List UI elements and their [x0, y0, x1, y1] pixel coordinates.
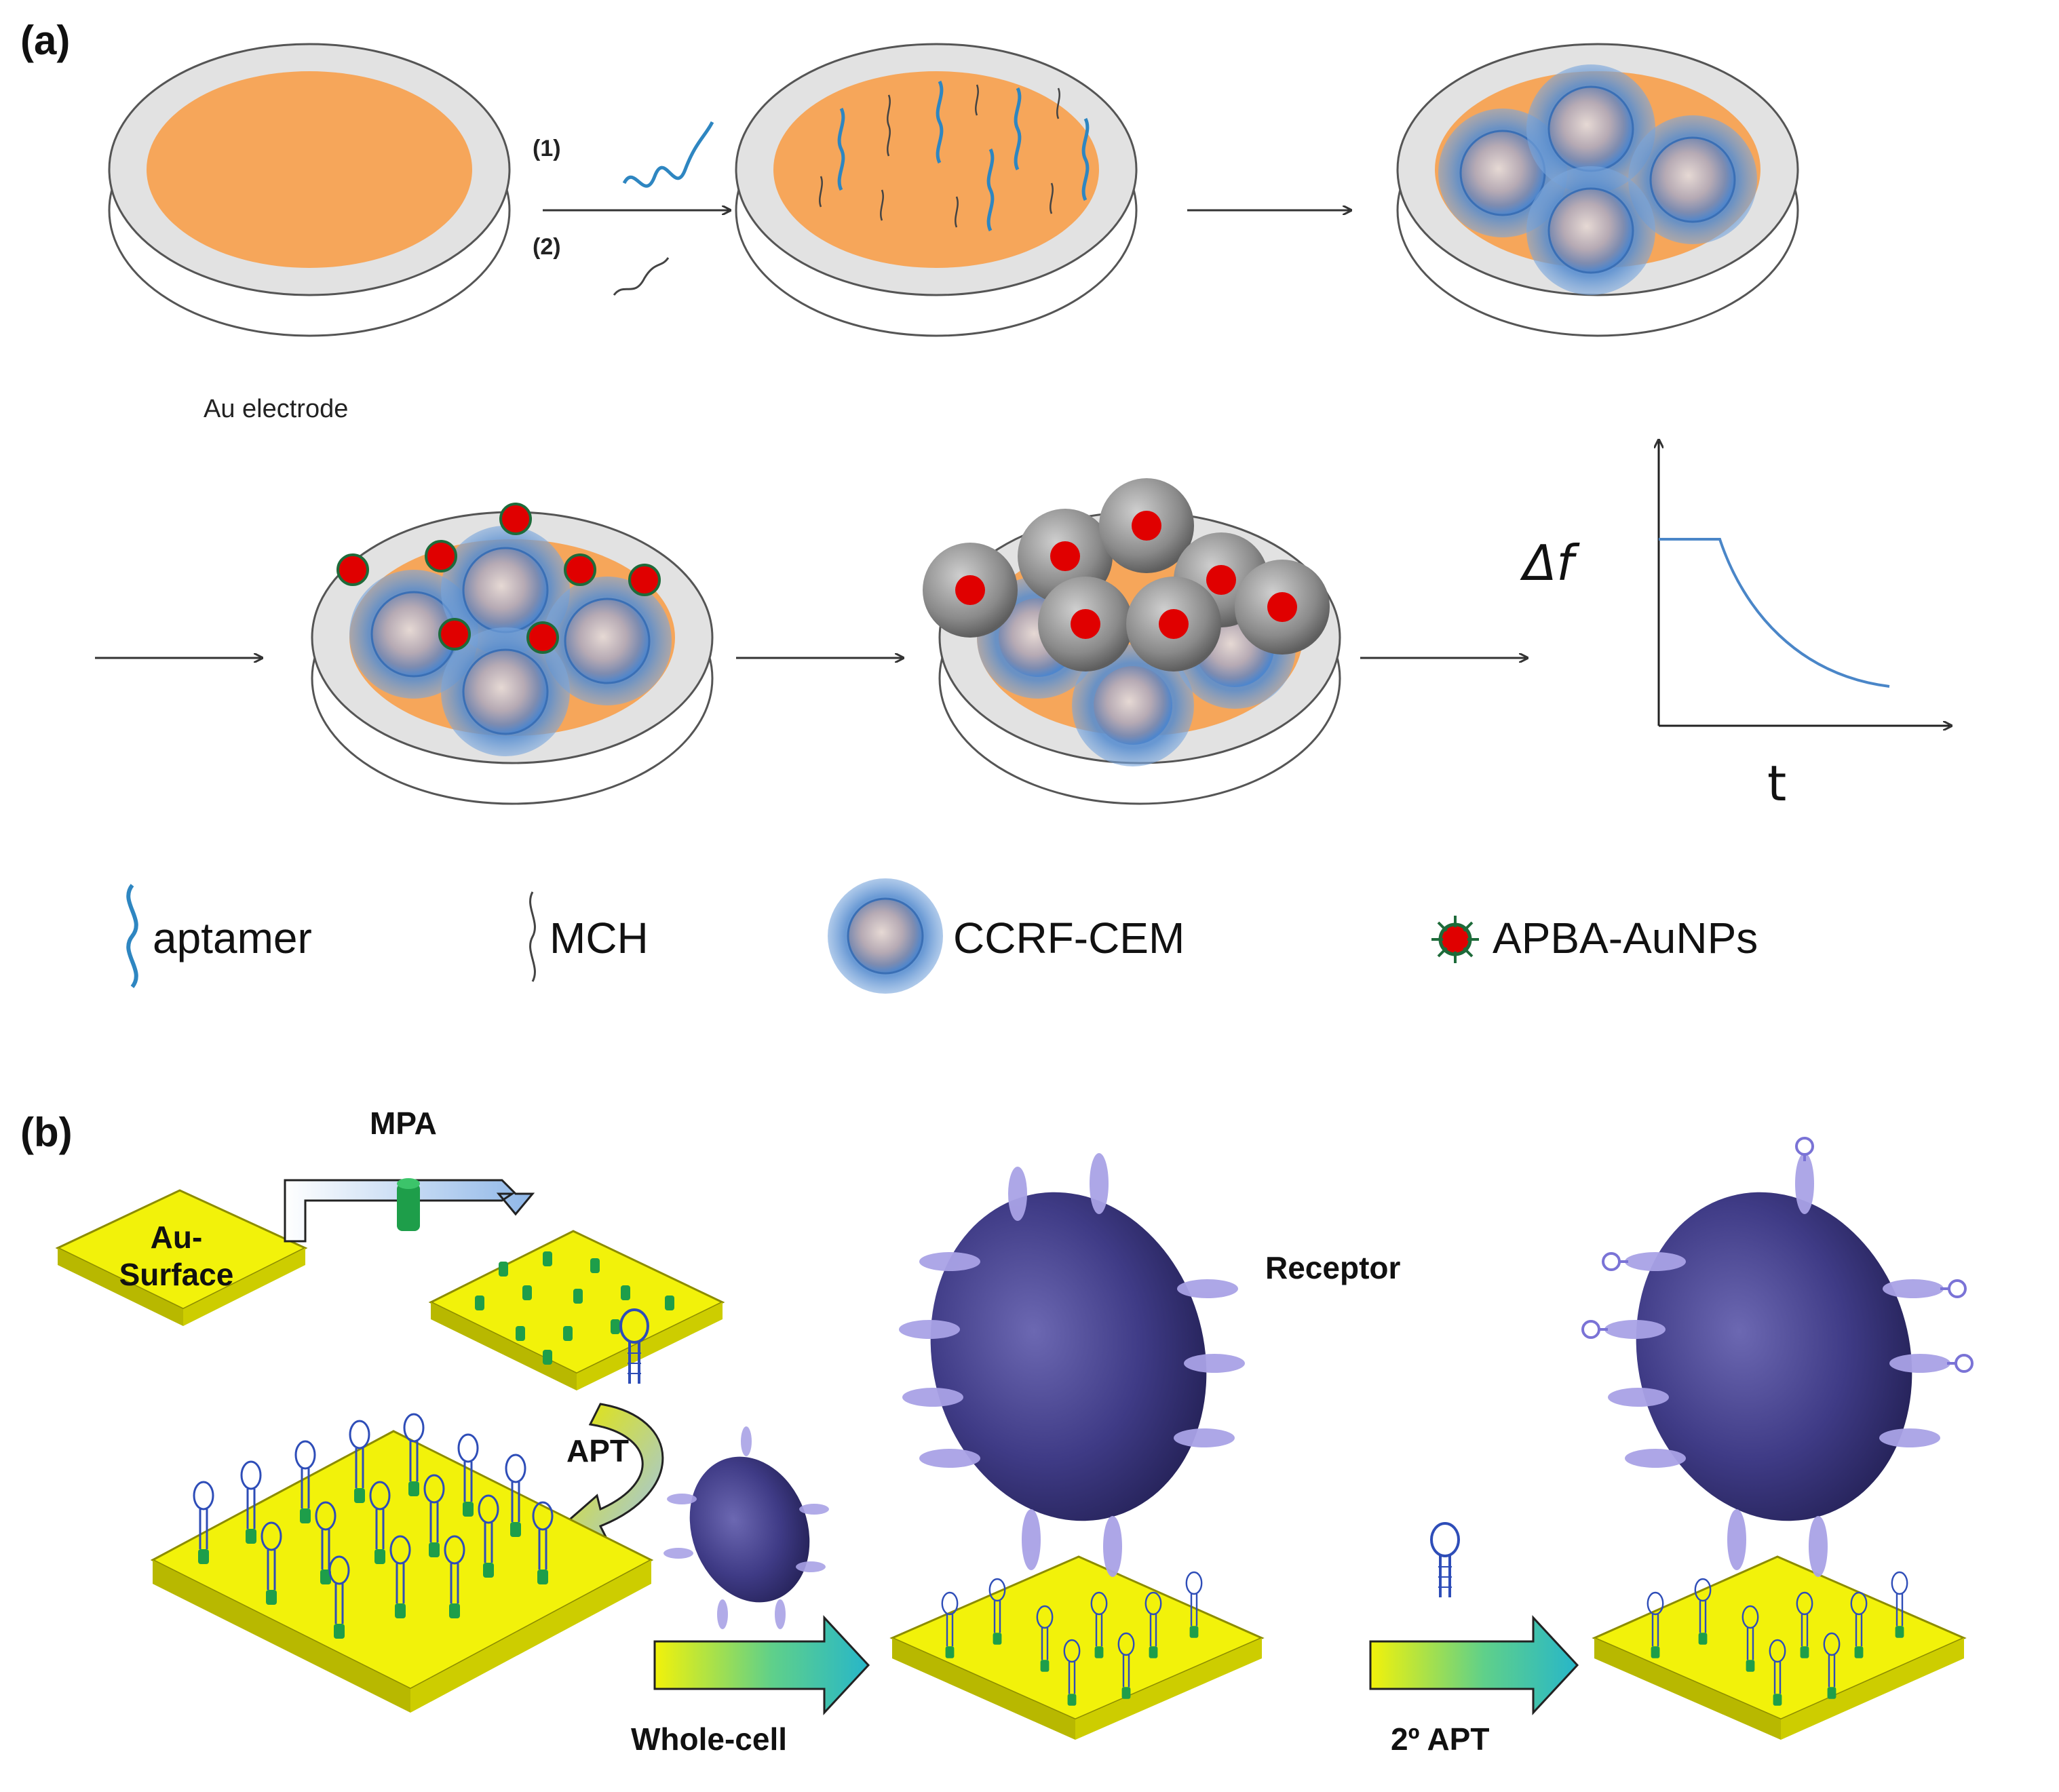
ccrf-cem-cell [1526, 166, 1655, 295]
aptamer-hairpin-icon [1694, 1578, 1712, 1645]
panel-b-label: (b) [20, 1110, 73, 1155]
aptamer-hairpin-icon [1185, 1571, 1203, 1638]
ccrf-cem-cell [1628, 115, 1757, 244]
sandwich-plate [1592, 1555, 1967, 1740]
aptamer-hairpin-icon [403, 1413, 425, 1496]
mch-icon [613, 257, 670, 296]
legend-aptamer-icon [126, 884, 138, 988]
aptamer-hairpin-icon [315, 1501, 336, 1584]
legend-mch: MCH [550, 914, 649, 962]
secondary-apt-label: 2º APT [1391, 1721, 1489, 1757]
aptamer-hairpin-icon [1796, 1591, 1813, 1658]
x-axis-label: t [1767, 755, 1786, 812]
whole-cell-arrow [653, 1615, 870, 1715]
aptamer-hairpin-icon [1850, 1591, 1868, 1658]
aptamer-hairpin-icon [240, 1460, 262, 1544]
aptamer-hairpin-icon [193, 1481, 214, 1564]
receptor-label: Receptor [1265, 1250, 1400, 1285]
right-aptamer-row [1647, 1571, 1908, 1706]
frequency-curve [1659, 538, 1890, 688]
aptamer-hairpin-icon [1117, 1632, 1135, 1699]
aptamer-hairpin-icon [423, 1474, 445, 1557]
legend-ccrf-cem: CCRF-CEM [953, 914, 1185, 962]
aptamer-hairpin-icon [1769, 1639, 1786, 1706]
aptamer-hairpin-icon [1742, 1605, 1759, 1672]
aptamer-hairpin-icon [619, 1308, 649, 1384]
panel-a-label: (a) [20, 18, 70, 63]
cell-captured-dish [1396, 43, 1799, 337]
step-2-label: (2) [533, 234, 561, 260]
aptamer-hairpin-icon [941, 1591, 959, 1658]
aptamer-modified-dish [735, 43, 1138, 337]
mpa-arrow [284, 1179, 535, 1243]
au-surface-label-line2: Surface [119, 1257, 234, 1292]
aptamer-hairpin-icon [444, 1535, 465, 1618]
mpa-molecule-icon [397, 1178, 420, 1231]
aptamer-hairpin-icon [261, 1521, 282, 1605]
aptamer-modified-plate [150, 1430, 654, 1713]
frequency-plot: Δf t [1520, 441, 1950, 812]
aptamer-hairpin-icon [389, 1535, 411, 1618]
aptamer-icon [622, 121, 714, 188]
aptamer-hairpin-icon [988, 1578, 1006, 1645]
aptamer-hairpin-icon [1036, 1605, 1054, 1672]
aptamer-hairpin-icon [328, 1555, 350, 1639]
cell-captured-plate [889, 1555, 1265, 1740]
au-electrode-caption: Au electrode [204, 395, 348, 423]
legend-cell-icon [828, 878, 943, 994]
aptamer-hairpin-icon [294, 1440, 316, 1523]
target-cell-sandwich [1581, 1137, 1974, 1577]
aptamer-hairpin-icon [369, 1481, 391, 1564]
legend-aunp-icon [1431, 916, 1479, 963]
aunp-labeled-dish [311, 503, 714, 805]
aptamer-hairpin-icon [505, 1454, 526, 1537]
mpa-label: MPA [370, 1106, 437, 1141]
aptamer-forest [193, 1413, 554, 1639]
target-cell-large [899, 1153, 1245, 1577]
aptamer-hairpin-icon [1090, 1591, 1108, 1658]
whole-cell-label: Whole-cell [631, 1721, 787, 1757]
au-electrode-dish [108, 43, 511, 337]
secondary-apt-arrow [1369, 1615, 1579, 1715]
aptamer-hairpin-icon [478, 1494, 499, 1578]
apt-arrow [568, 1403, 664, 1542]
legend: aptamer MCH CCRF-CEM APBA-AuNPs [126, 878, 1758, 994]
legend-mch-icon [529, 891, 536, 982]
aptamer-hairpin-icon [1891, 1571, 1908, 1638]
step-1-label: (1) [533, 136, 561, 161]
aptamer-hairpin-icon [1647, 1591, 1664, 1658]
secondary-aptamer-icon [1430, 1522, 1460, 1597]
amplified-dish [923, 478, 1341, 805]
ccrf-cem-cell [1526, 64, 1655, 193]
y-axis-label: Δf [1520, 534, 1580, 591]
aptamer-hairpin-icon [1823, 1632, 1841, 1699]
aptamer-hairpin-icon [1063, 1639, 1081, 1706]
mpa-modified-plate [428, 1230, 725, 1390]
mid-aptamer-row [941, 1571, 1203, 1706]
legend-apba-aunps: APBA-AuNPs [1493, 914, 1758, 962]
aptamer-hairpin-icon [457, 1433, 479, 1517]
aptamer-hairpin-icon [349, 1420, 370, 1503]
aptamer-hairpin-icon [532, 1501, 554, 1584]
aptamer-hairpin-icon [1144, 1591, 1162, 1658]
apt-label: APT [566, 1433, 629, 1468]
au-surface-plate [55, 1189, 308, 1326]
legend-aptamer: aptamer [153, 914, 312, 962]
au-surface-label-line1: Au- [151, 1220, 203, 1255]
target-cell-small [663, 1426, 829, 1629]
